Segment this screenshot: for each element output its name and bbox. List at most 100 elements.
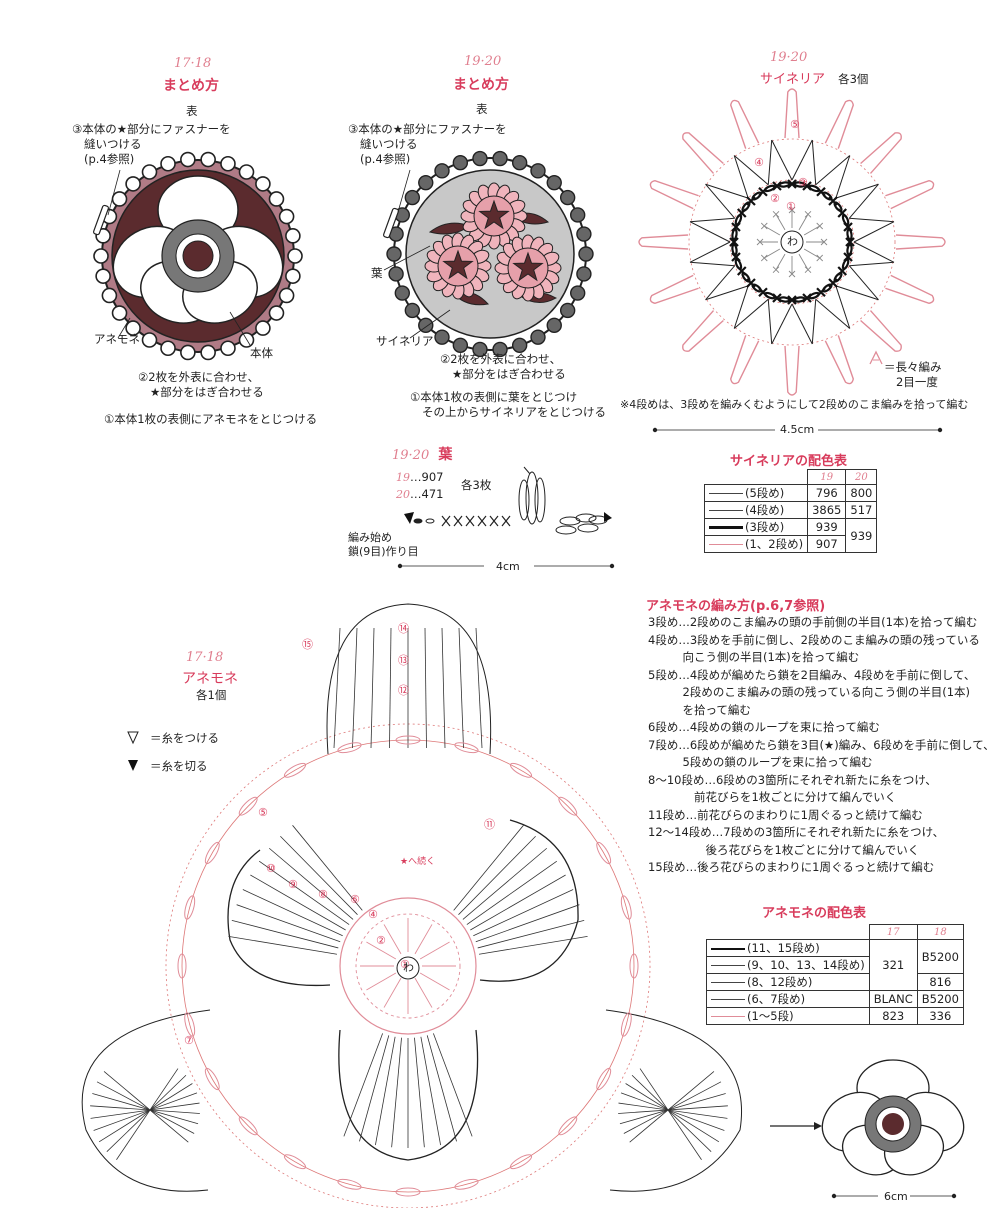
scallop-stitch xyxy=(452,154,469,171)
long-stitch-petal xyxy=(649,179,699,210)
stitch-spoke xyxy=(848,265,879,301)
scallop-stitch xyxy=(530,329,546,345)
leaf-color-20: 20…471 xyxy=(396,487,443,502)
scallop-stitch xyxy=(95,268,111,284)
tall-stitch xyxy=(453,825,524,911)
row-label: (1、2段め) xyxy=(745,537,804,551)
chain-stitch xyxy=(778,296,791,303)
leaf-c20-label: 20 xyxy=(396,488,410,501)
ane-round-15: ⑮ xyxy=(302,638,313,651)
row-label: (9、10、13、14段め) xyxy=(747,958,865,972)
scallop-stitch xyxy=(434,163,450,179)
tall-stitch xyxy=(420,1036,441,1146)
row-label: (11、15段め) xyxy=(747,941,820,955)
tall-stitch xyxy=(359,1035,390,1142)
stitch-spoke xyxy=(705,183,749,199)
chain-stitch xyxy=(283,1154,307,1170)
note-line: ②2枚を外表に合わせ、 xyxy=(440,352,562,366)
scallop-stitch xyxy=(418,174,434,191)
sc-stitch xyxy=(760,222,768,230)
sc-stitch xyxy=(804,210,812,218)
sc-stitch xyxy=(845,237,855,247)
note-line: (p.4参照) xyxy=(84,152,135,166)
stitch-spoke xyxy=(798,253,809,270)
sc-stitch xyxy=(787,179,797,189)
stitch-spoke xyxy=(849,217,895,223)
cell-19: 907 xyxy=(807,535,847,553)
stitch-spoke xyxy=(815,155,851,186)
cineraria-number: 19·20 xyxy=(770,50,808,65)
tall-stitch xyxy=(258,860,350,925)
center-stitch xyxy=(414,977,433,1008)
note-line: ②2枚を外表に合わせ、 xyxy=(138,370,260,384)
star-center xyxy=(442,249,474,280)
stitch-spoke xyxy=(798,214,809,231)
ane-round-14: ⑭ xyxy=(398,622,409,635)
method-line: 5段めの鎖のループを束に拾って編む xyxy=(648,755,873,769)
scallop-stitch xyxy=(285,268,301,284)
scallop-stitch xyxy=(576,226,592,242)
center-stitch xyxy=(366,972,397,991)
leaf-number: 19·20 xyxy=(392,448,430,463)
stitch-spoke xyxy=(791,303,813,345)
cin-col-19: 19 xyxy=(807,469,847,485)
ane-center: わ xyxy=(403,961,414,974)
tall-stitch xyxy=(478,935,588,955)
stitch-spoke xyxy=(848,183,879,219)
cell-20: 517 xyxy=(845,501,878,519)
scallop-stitch xyxy=(125,320,141,336)
long-stitch-petal xyxy=(895,234,946,250)
chain-stitch xyxy=(509,1154,533,1170)
legend-cut: ＝糸を切る xyxy=(150,759,208,773)
assembly-1718-face: 表 xyxy=(186,104,198,118)
scallop-stitch xyxy=(141,332,158,348)
leaf-c20-value: …471 xyxy=(410,487,444,501)
stitch-spoke xyxy=(775,214,786,231)
scallop-stitch xyxy=(111,191,128,207)
stitch-spoke xyxy=(705,183,736,219)
center-stitch xyxy=(383,924,402,955)
chain-stitch xyxy=(846,243,853,256)
tall-stitch xyxy=(620,1092,725,1131)
table-row: (8、12段め) 816 xyxy=(706,973,964,991)
long-stitch-petal xyxy=(682,132,724,174)
stitch-spoke xyxy=(811,139,817,185)
label-body: 本体 xyxy=(250,346,273,360)
scallop-stitch xyxy=(404,302,421,319)
stitch-spoke xyxy=(689,217,735,223)
chain-stitch xyxy=(778,181,791,188)
scallop-stitch xyxy=(238,332,255,348)
method-line: 向こう側の半目(1本)を拾って編む xyxy=(648,650,860,664)
center-stitch xyxy=(366,941,397,960)
method-line: 15段め…後ろ花びらのまわりに1周ぐるっと続けて編む xyxy=(648,860,935,874)
anemone-title: アネモネ xyxy=(182,671,238,687)
table-row: (11、15段め) 321 B5200 xyxy=(706,939,964,991)
long-stitch-petal xyxy=(729,335,760,385)
tall-stitch xyxy=(475,627,483,749)
note-line: ★部分をはぎ合わせる xyxy=(150,385,264,399)
sc-stitch xyxy=(746,196,756,206)
center-stitch xyxy=(419,941,450,960)
method-line: 12〜14段め…7段めの3箇所にそれぞれ新たに糸をつけ、 xyxy=(648,825,945,839)
chain-stitch xyxy=(204,841,220,865)
chain-stitch xyxy=(764,184,776,193)
tall-stitch xyxy=(473,889,574,937)
stitch-spoke xyxy=(689,241,731,263)
stitch-spoke xyxy=(811,299,817,345)
cin-size: 4.5cm xyxy=(780,423,815,436)
stitch-spoke xyxy=(733,155,769,186)
long-stitch-petal xyxy=(824,335,855,385)
scallop-stitch xyxy=(472,341,488,358)
cineraria-chart xyxy=(638,88,946,433)
tall-stitch xyxy=(116,1068,179,1160)
scallop-stitch xyxy=(220,155,236,172)
tall-stitch xyxy=(231,919,339,949)
chain-stitch xyxy=(238,1116,258,1136)
chain-stitch xyxy=(509,762,533,778)
label-cineraria: サイネリア xyxy=(376,334,434,348)
table-row: (1、2段め) 907 xyxy=(703,535,877,553)
table-row: (6、7段め) BLANC B5200 xyxy=(706,990,964,1008)
method-line: 7段め…6段めが編めたら鎖を3目(★)編み、6段めを手前に倒して、 xyxy=(648,737,992,752)
scallop-stitch xyxy=(125,176,141,192)
note-line: ★部分をはぎ合わせる xyxy=(452,367,566,381)
